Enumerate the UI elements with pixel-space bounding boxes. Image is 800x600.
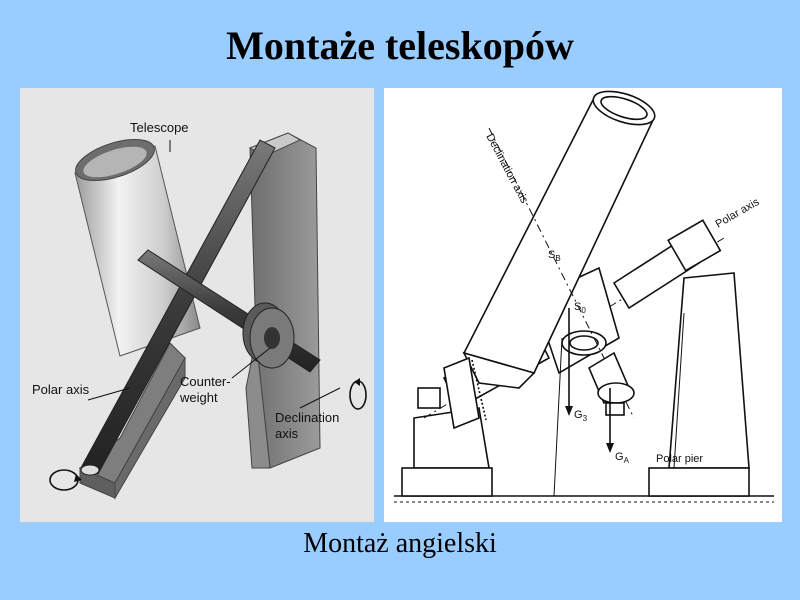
label-s-b: SB — [548, 249, 561, 263]
telescope-tube — [462, 90, 656, 389]
label-counterweight-line2: weight — [179, 390, 218, 405]
label-declination-line1: Declination — [275, 410, 339, 425]
english-mount-technical-drawing: Declination axis Polar axis Polar pier S… — [384, 88, 782, 522]
right-pier — [245, 132, 321, 469]
label-s-0: S0 — [574, 301, 586, 315]
polar-axis-shaft — [80, 139, 276, 476]
gravity-vectors — [565, 308, 614, 453]
declination-rotation-arrow — [349, 378, 367, 410]
drive-gear — [417, 356, 487, 430]
ground-line — [394, 495, 774, 503]
label-polar-axis: Polar axis — [32, 382, 90, 397]
english-mount-illustration: Telescope Polar axis Counter- weight Dec… — [20, 88, 374, 522]
label-telescope: Telescope — [130, 120, 189, 135]
left-pier — [79, 342, 186, 500]
polar-rotation-arrow — [49, 469, 82, 491]
counterweight — [242, 302, 295, 369]
label-declination-line2: axis — [275, 426, 299, 441]
label-counterweight-line1: Counter- — [180, 374, 231, 389]
slide-caption: Montaż angielski — [303, 528, 497, 559]
label-g-3: G3 — [574, 409, 588, 423]
slide-title: Montaże teleskopów — [226, 23, 574, 68]
label-polar-axis: Polar axis — [714, 196, 762, 231]
telescope-tube — [74, 138, 201, 357]
label-declination-axis: Declination axis — [483, 132, 530, 206]
counterweight — [587, 351, 635, 416]
label-polar-pier: Polar pier — [656, 453, 703, 465]
label-g-a: GA — [615, 451, 630, 465]
polar-pier — [648, 272, 750, 497]
south-pier — [401, 407, 493, 497]
